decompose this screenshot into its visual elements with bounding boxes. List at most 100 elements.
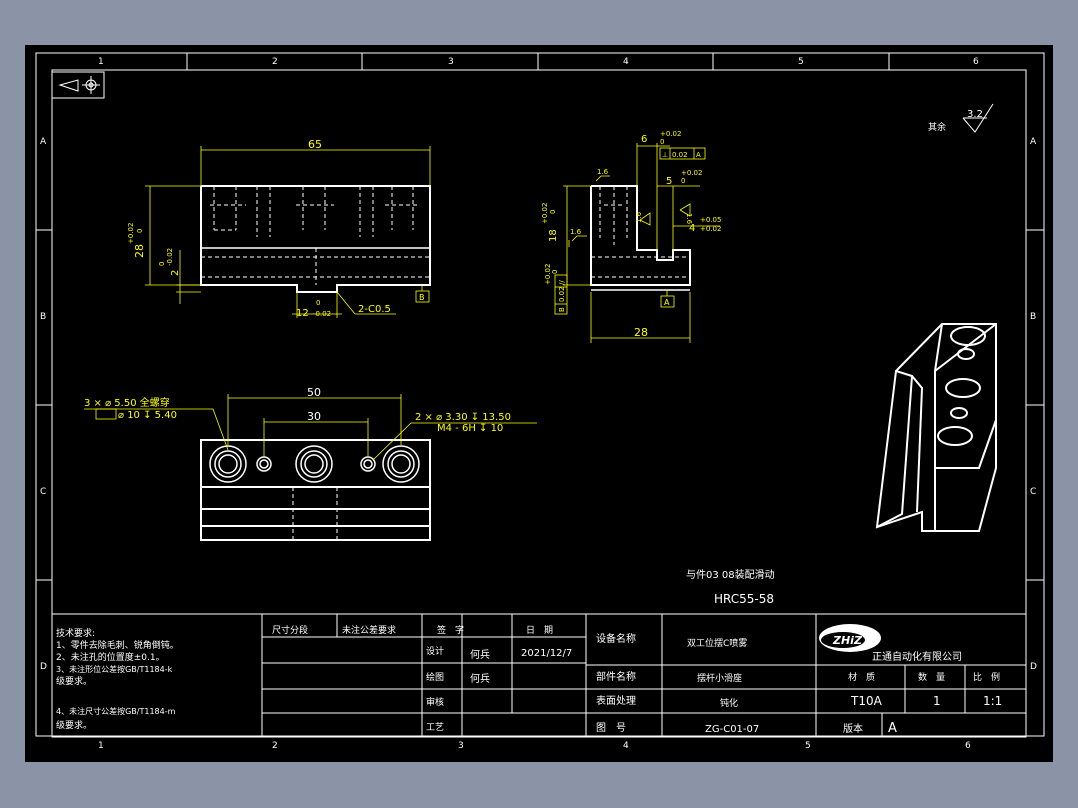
equipment-label: 设备名称 [596, 632, 636, 645]
front-dim-slot-tol-lower: -0.02 [313, 310, 331, 318]
projection-symbol-icon [51, 71, 105, 99]
front-dim-height-tol-upper: +0.02 [127, 223, 135, 244]
surface-value: 钝化 [720, 697, 738, 709]
front-dim-height-tol-lower: 0 [136, 229, 144, 233]
hardness-note: HRC55-58 [714, 592, 774, 606]
side-flatness-tol: 0.02 [672, 151, 688, 159]
row-label-right: C [1030, 487, 1036, 497]
front-dim-step-tol-lower: -0.02 [166, 248, 174, 266]
col-label-top: 1 [98, 57, 104, 67]
front-dim-height: 28 [133, 244, 146, 258]
drawing-sheet [25, 45, 1053, 762]
side-dim-base-tol-upper: +0.02 [544, 264, 552, 285]
process-label: 工艺 [426, 722, 444, 733]
top-hole-callout-1-line1: 3 × ⌀ 5.50 全螺穿 [84, 396, 170, 409]
surface-finish-label: 其余 [928, 121, 946, 133]
side-dim-width: 6 [641, 134, 647, 145]
side-dim-height-tol-lower: 0 [549, 210, 557, 214]
design-label: 设计 [426, 645, 444, 657]
row-label-left: B [40, 312, 46, 322]
drawing-no-value: ZG-C01-07 [705, 724, 759, 735]
scale-value: 1:1 [983, 694, 1002, 708]
parallel-symbol-icon: // [558, 280, 566, 285]
top-hole-callout-1-line2: ⌀ 10 ↧ 5.40 [118, 410, 177, 421]
date-header: 日 期 [526, 625, 553, 636]
front-dim-slot: 12 [296, 308, 309, 319]
side-parallel-tol: 0.02 [558, 286, 566, 302]
col-size-range-header: 尺寸分段 [272, 624, 308, 636]
material-label: 材 质 [848, 671, 875, 683]
version-value: A [888, 721, 897, 736]
front-dim-step-tol-upper: 0 [158, 262, 166, 266]
frame-column-labels: 1 2 3 4 5 6 1 2 3 4 5 6 A B C D A B C D [40, 57, 1037, 751]
front-dim-chamfer: 2-C0.5 [358, 304, 391, 315]
side-dim-slot-tol-upper: +0.02 [681, 169, 702, 177]
side-dim-depth: 4 [689, 223, 695, 234]
row-label-left: A [40, 137, 47, 147]
front-dim-slot-tol-upper: 0 [316, 299, 320, 307]
tech-requirement-line: 级要求。 [56, 719, 92, 731]
col-label-top: 3 [448, 57, 454, 67]
side-dim-base-tol-lower: 0 [551, 270, 559, 274]
assembly-note: 与件03 08装配滑动 [686, 568, 775, 581]
scale-label: 比 例 [973, 671, 1000, 683]
review-label: 审核 [426, 696, 444, 708]
row-label-right: D [1030, 662, 1037, 672]
side-dim-width-tol-upper: +0.02 [660, 130, 681, 138]
col-label-top: 2 [272, 57, 278, 67]
title-block: 技术要求: 1、零件去除毛刺、锐角倒钝。 2、未注孔的位置度±0.1。 3、未注… [52, 613, 1026, 737]
company-name: 正通自动化有限公司 [872, 650, 962, 663]
front-view: 65 28 +0.02 0 2 0 -0.02 12 0 -0.02 2-C0.… [127, 138, 431, 319]
top-view: 3 × ⌀ 5.50 全螺穿 ⌀ 10 ↧ 5.40 2 × ⌀ 3.30 ↧ … [84, 386, 537, 541]
company-logo: ZHiZ [819, 624, 881, 652]
side-dim-depth-tol-lower: +0.02 [700, 225, 721, 233]
draw-name: 何兵 [470, 672, 490, 685]
side-flatness-datum: A [696, 151, 701, 159]
row-label-left: C [40, 487, 46, 497]
design-name: 何兵 [470, 648, 490, 661]
side-roughness: 1.6 [635, 211, 643, 223]
tech-requirement-line: 级要求。 [56, 675, 92, 687]
logo-text: ZHiZ [832, 634, 863, 647]
drawing-no-label: 图 号 [596, 722, 626, 734]
tech-requirement-line: 4、未注尺寸公差按GB/T1184-m [56, 706, 176, 716]
row-label-right: A [1030, 137, 1037, 147]
sign-header: 签 字 [437, 624, 464, 636]
tech-requirement-line: 1、零件去除毛刺、锐角倒钝。 [56, 639, 179, 651]
side-dim-length: 28 [634, 326, 648, 339]
col-label-top: 4 [623, 57, 629, 67]
col-label-top: 6 [973, 57, 979, 67]
col-tolerance-header: 未注公差要求 [342, 624, 396, 636]
col-label-bottom: 1 [98, 741, 104, 751]
design-date: 2021/12/7 [521, 648, 572, 659]
row-label-left: D [40, 662, 47, 672]
side-dim-height-tol-upper: +0.02 [541, 203, 549, 224]
side-parallel-datum: B [558, 307, 566, 312]
front-dim-length: 65 [308, 138, 322, 151]
surface-finish-symbol: 其余 3.2 [928, 103, 994, 133]
side-roughness: 1.6 [685, 213, 693, 225]
side-datum-a: A [664, 298, 670, 307]
equipment-value: 双工位摆C喷雾 [687, 637, 747, 649]
front-datum-b: B [419, 293, 425, 302]
draw-label: 绘图 [426, 671, 444, 683]
frame-zone-ticks [36, 53, 1044, 737]
col-label-bottom: 3 [458, 741, 464, 751]
surface-finish-value: 3.2 [967, 109, 983, 120]
col-label-top: 5 [798, 57, 804, 67]
col-label-bottom: 5 [805, 741, 811, 751]
material-value: T10A [850, 694, 883, 708]
part-label: 部件名称 [596, 670, 636, 683]
quantity-label: 数 量 [918, 671, 945, 683]
side-view: 6 +0.02 0 ⊥ 0.02 A 5 +0.02 0 4 +0.05 +0.… [541, 130, 721, 343]
side-dim-slot-tol-lower: 0 [681, 177, 685, 185]
side-roughness: 1.6 [597, 168, 609, 176]
front-dim-step: 2 [170, 270, 181, 276]
isometric-view [875, 323, 997, 532]
side-dim-height: 18 [548, 229, 559, 242]
side-dim-width-tol-lower: 0 [660, 138, 664, 146]
top-hole-callout-2-line2: M4 - 6H ↧ 10 [437, 423, 503, 434]
row-label-right: B [1030, 312, 1036, 322]
quantity-value: 1 [933, 694, 941, 708]
